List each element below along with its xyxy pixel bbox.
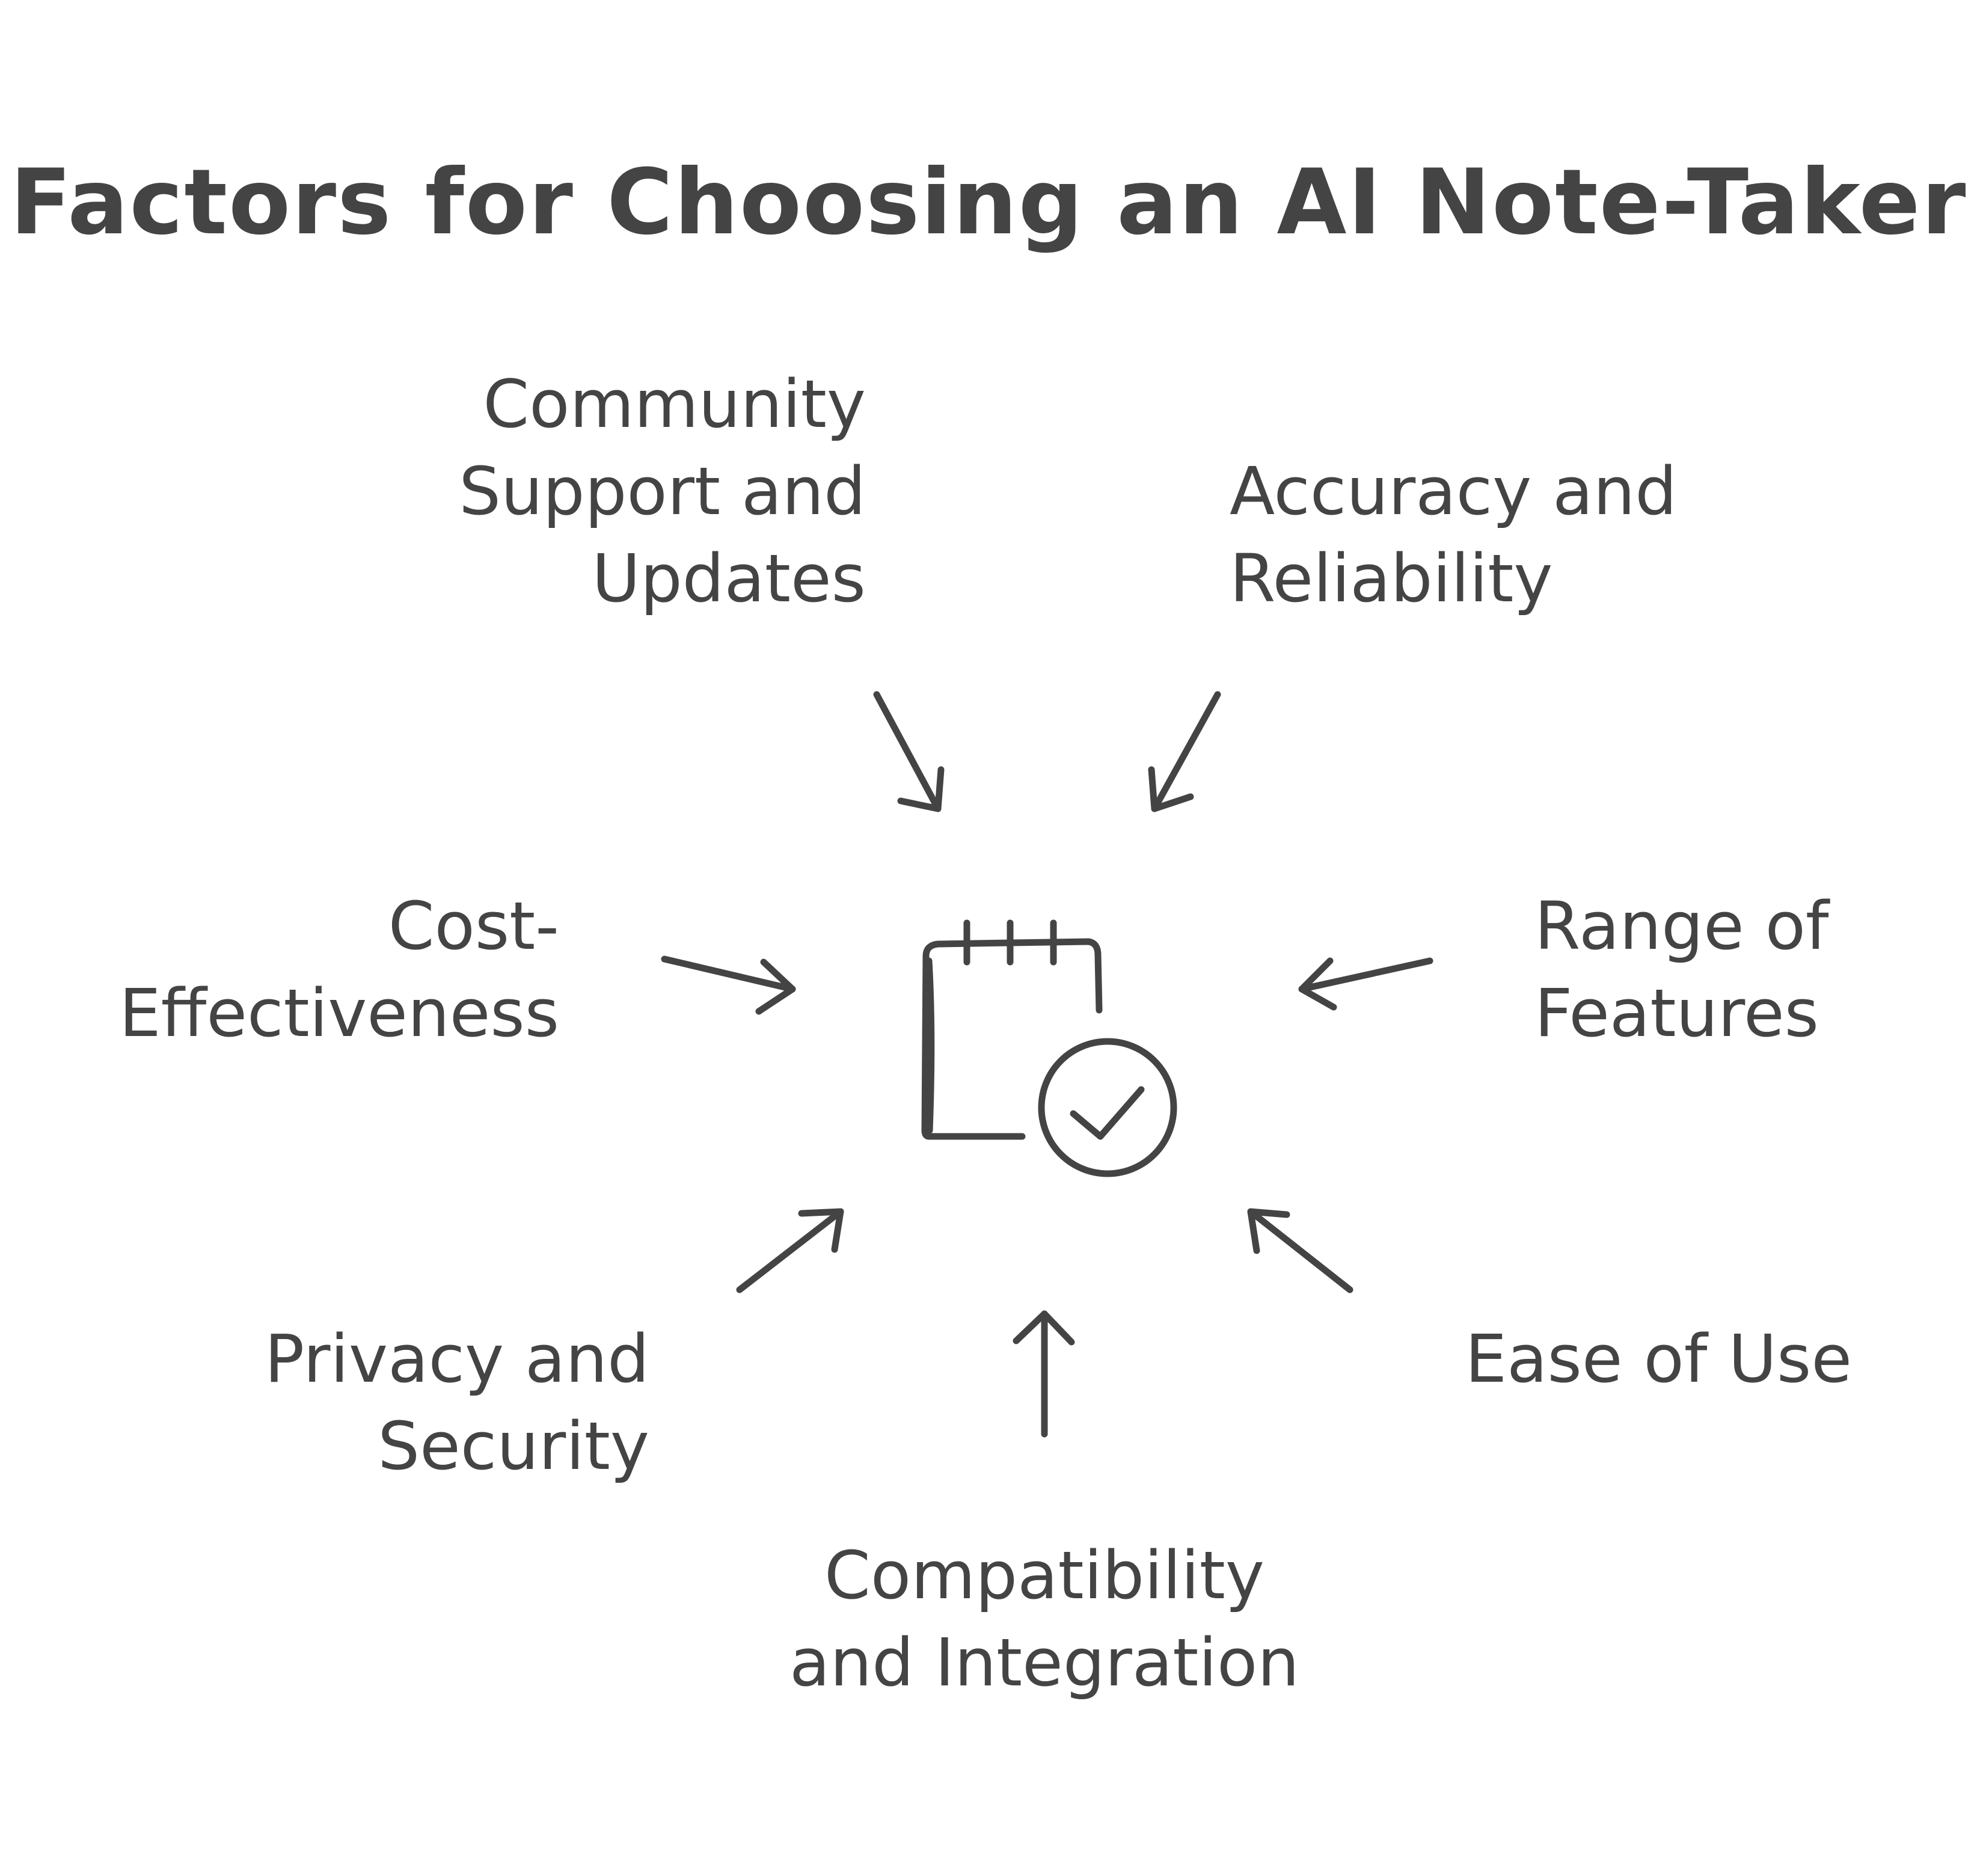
arrow-ease	[1247, 1208, 1353, 1293]
notepad-outline	[921, 938, 1103, 1140]
factor-range-of-features: Range of Features	[1534, 883, 1955, 1057]
notepad-binding-left	[925, 957, 935, 1134]
arrow-compatibility	[1013, 1310, 1075, 1438]
factor-accuracy-line1: Accuracy and	[1230, 453, 1678, 530]
arrow-range	[1298, 957, 1433, 1011]
factor-community-line2: Support and	[459, 453, 866, 530]
factor-ease-line1: Ease of Use	[1465, 1320, 1852, 1397]
arrow-privacy	[736, 1208, 844, 1293]
factor-cost-line2: Effectiveness	[119, 975, 559, 1052]
check-circle	[1038, 1038, 1177, 1177]
factor-community-support: Community Support and Updates	[373, 361, 866, 622]
arrow-accuracy	[1148, 691, 1221, 812]
arrow-community	[873, 691, 945, 812]
factor-compatibility-integration: Compatibility and Integration	[714, 1532, 1375, 1706]
factor-range-line1: Range of	[1534, 887, 1829, 964]
factor-ease-of-use: Ease of Use	[1383, 1316, 1852, 1403]
factor-compatibility-line2: and Integration	[789, 1624, 1300, 1701]
factor-privacy-line2: Security	[378, 1408, 649, 1485]
factor-privacy-line1: Privacy and	[264, 1320, 649, 1397]
notepad-with-checkmark-icon	[921, 919, 1177, 1177]
diagram-title: Factors for Choosing an AI Note-Taker	[10, 150, 1967, 255]
factor-accuracy-reliability: Accuracy and Reliability	[1230, 448, 1771, 622]
factor-community-line1: Community	[483, 366, 866, 443]
factor-range-line2: Features	[1534, 975, 1819, 1052]
factor-community-line3: Updates	[592, 540, 866, 617]
factor-compatibility-line1: Compatibility	[824, 1537, 1264, 1614]
factor-cost-effectiveness: Cost- Effectiveness	[60, 883, 559, 1057]
arrow-cost	[661, 955, 796, 1015]
factor-accuracy-line2: Reliability	[1230, 540, 1553, 617]
factor-cost-line1: Cost-	[388, 887, 559, 964]
checkmark	[1070, 1086, 1145, 1140]
factor-privacy-security: Privacy and Security	[168, 1316, 649, 1490]
